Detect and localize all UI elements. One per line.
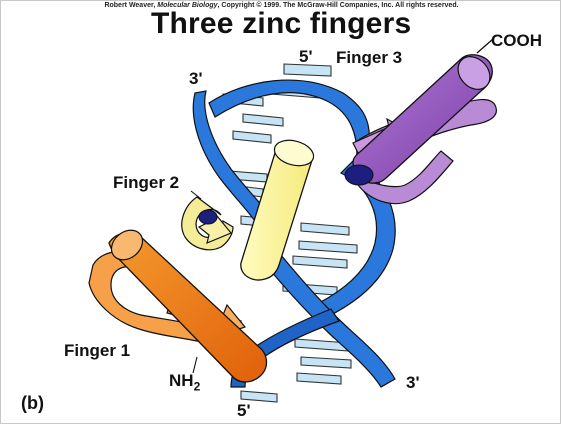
panel-label: (b) [21,393,44,414]
base-pair [301,223,349,235]
label-finger-3: Finger 3 [336,48,402,68]
label-finger-1: Finger 1 [64,341,130,361]
diagram-title: Three zinc fingers [151,7,411,41]
base-pair [243,114,283,126]
zinc-pocket-3 [345,165,373,185]
base-pair [293,256,347,268]
base-pair [299,241,357,253]
base-pair [233,131,271,143]
label-5prime-top: 5' [299,47,313,67]
base-pair [297,373,341,384]
label-finger-2: Finger 2 [113,173,179,193]
label-3prime-bottom: 3' [406,373,420,393]
base-pair [301,357,351,368]
zinc-pocket-2 [199,210,217,224]
label-nh: NH [169,371,194,390]
label-nh2: NH2 [169,371,200,393]
label-nh-subscript: 2 [194,379,201,393]
label-5prime-bottom: 5' [237,401,251,421]
label-3prime-top: 3' [189,69,203,89]
label-cooh: COOH [491,31,542,51]
